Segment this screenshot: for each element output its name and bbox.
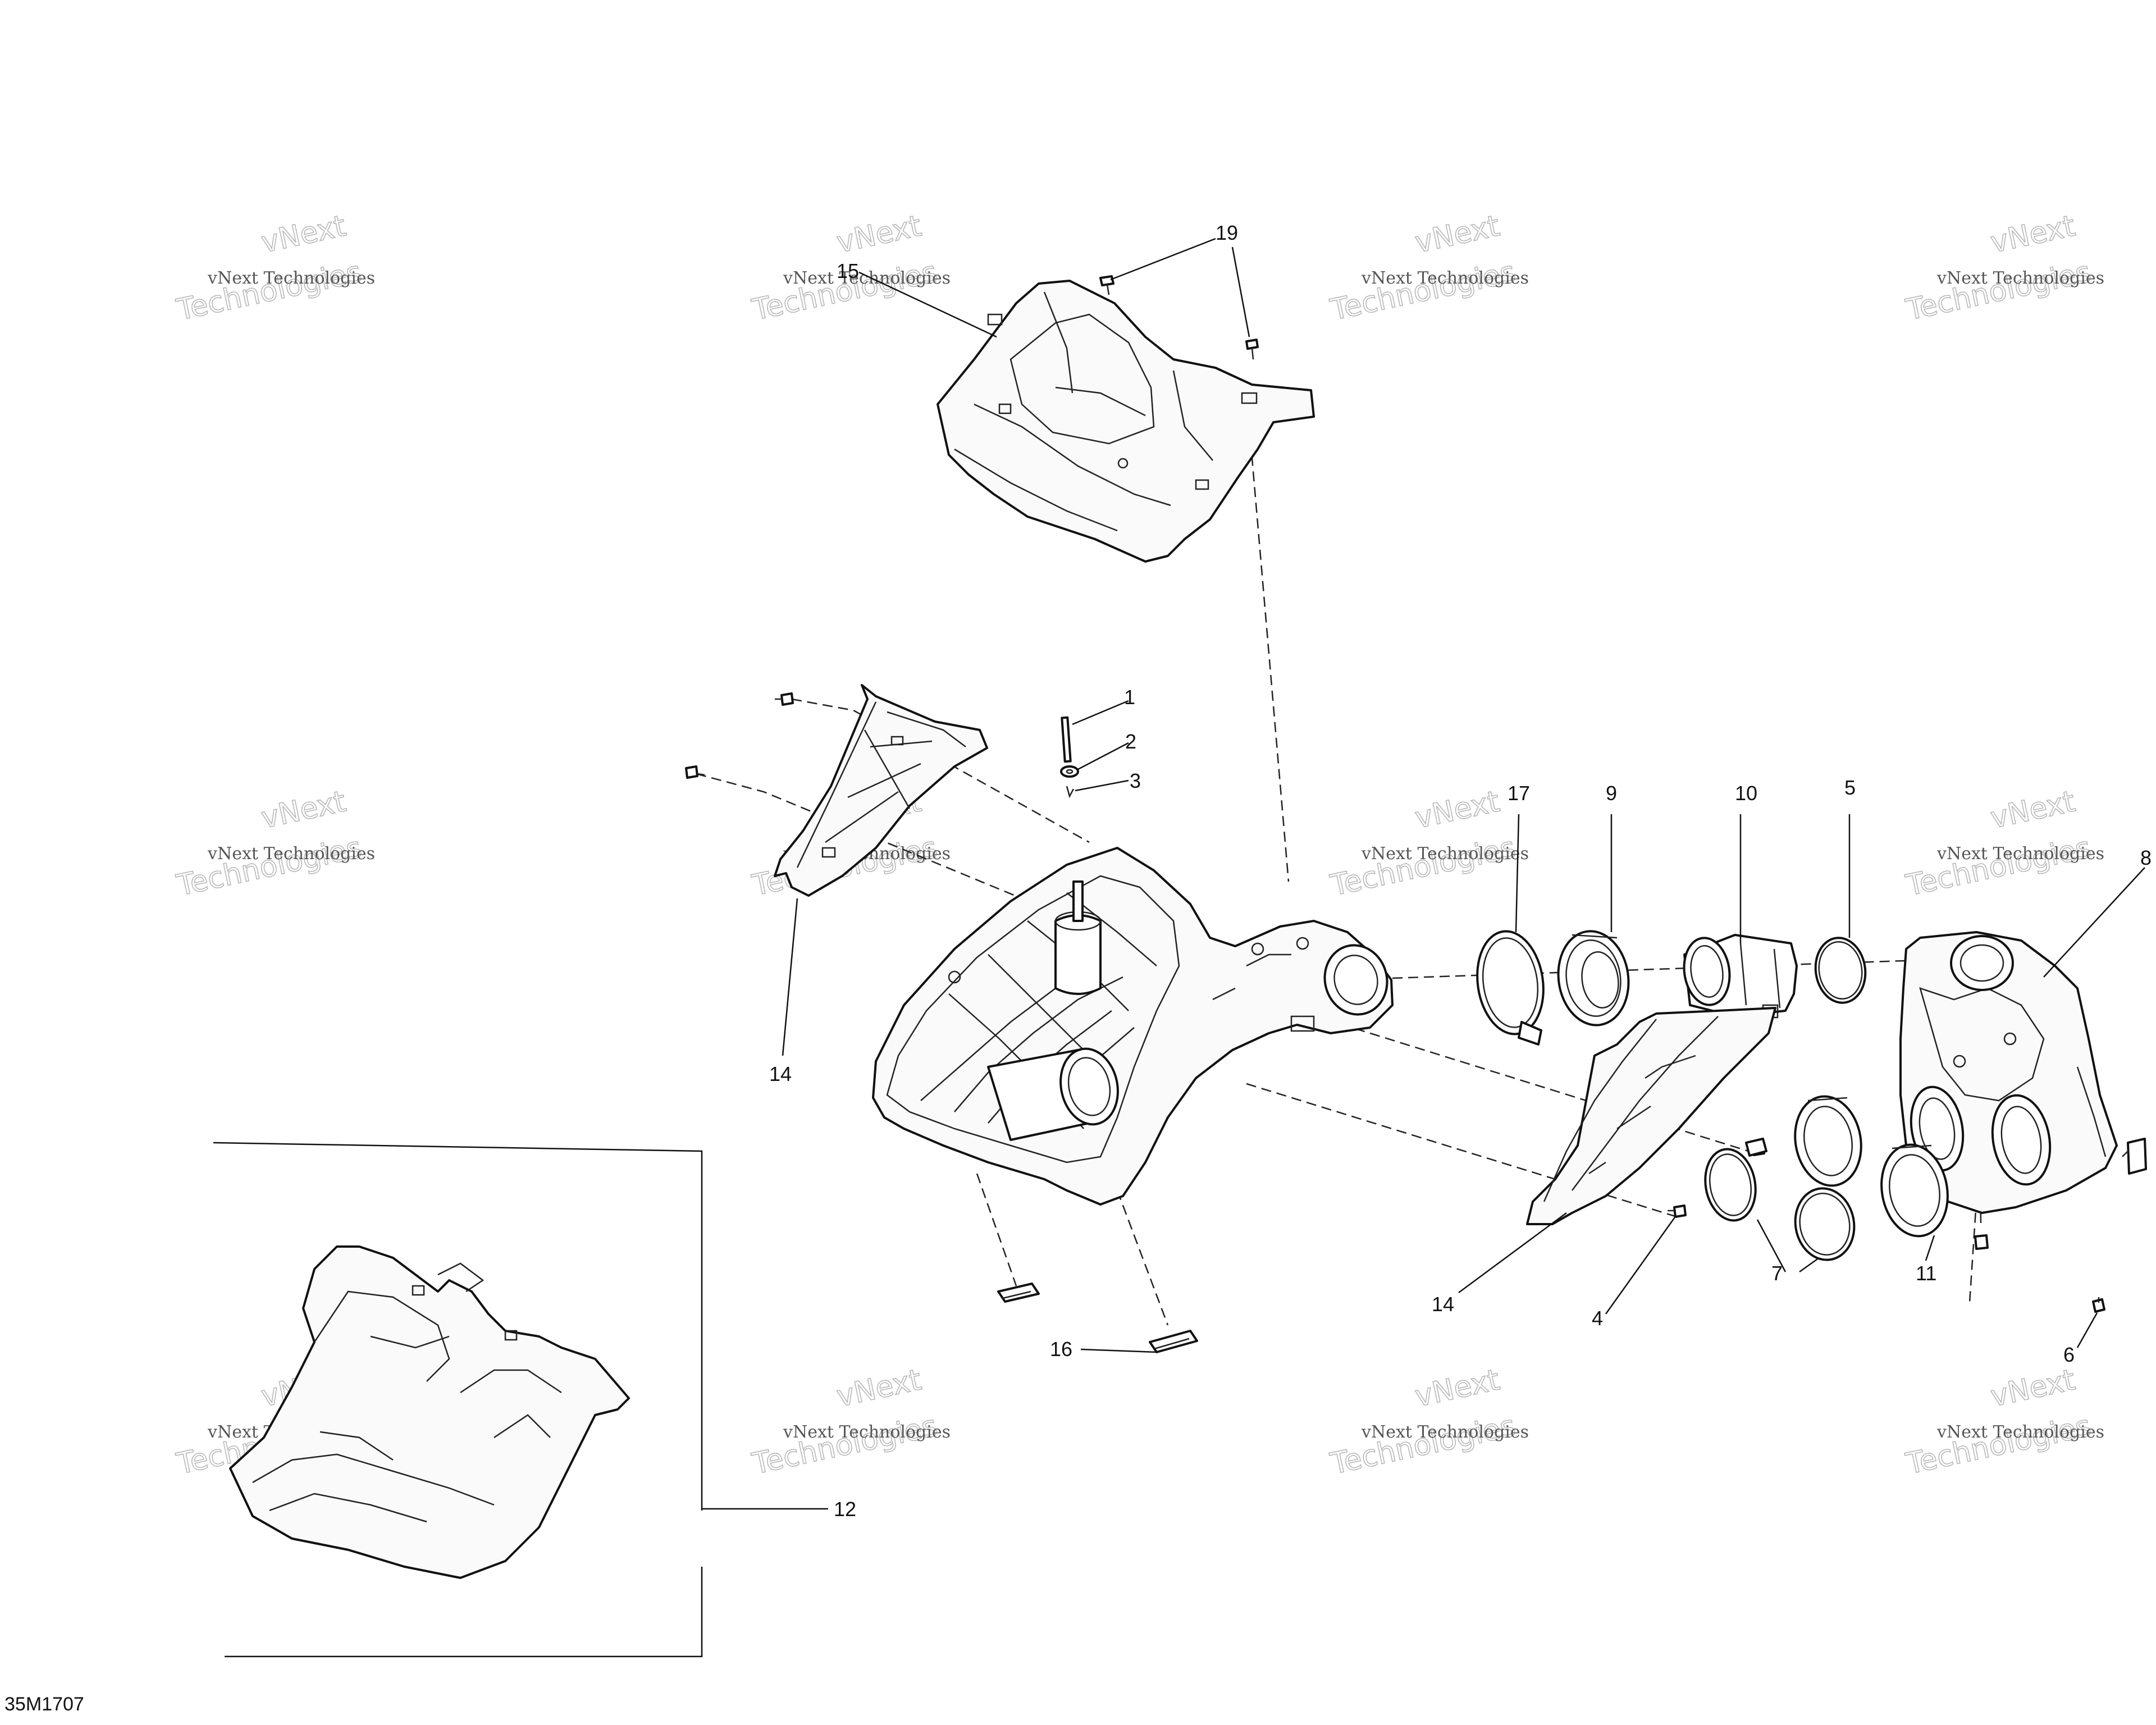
silencer-part-8 — [1899, 931, 2118, 1214]
svg-text:vNext Technologies: vNext Technologies — [1361, 1422, 1529, 1442]
airbox-body — [872, 847, 1394, 1206]
screw-left-upper — [775, 692, 794, 706]
screw-left-lower — [685, 765, 705, 779]
svg-text:vNext Technologies: vNext Technologies — [1361, 844, 1529, 864]
svg-text:vNext: vNext — [834, 209, 924, 259]
watermark-mid-1: Technologies vNext vNext Technologies — [173, 784, 375, 903]
svg-text:Technologies: Technologies — [173, 831, 364, 903]
clip-part-3 — [1066, 786, 1075, 798]
callout-17: 17 — [1508, 782, 1530, 805]
leader-lines — [782, 238, 2145, 1353]
callout-4: 4 — [1592, 1307, 1603, 1330]
upper-cover-part-15 — [937, 280, 1315, 563]
watermark-top-1: Technologies vNext vNext Technologies — [173, 209, 375, 328]
svg-text:Technologies: Technologies — [1327, 1409, 1518, 1481]
callout-1: 1 — [1124, 686, 1135, 709]
bracket-part-16-left — [997, 1283, 1040, 1303]
watermark-top-4: Technologies vNext vNext Technologies — [1902, 209, 2104, 328]
callout-11: 11 — [1916, 1262, 1936, 1285]
side-panel-part-14-left — [774, 684, 988, 897]
o-ring-part-5 — [1814, 937, 1867, 1004]
svg-text:Technologies: Technologies — [1903, 1409, 2094, 1481]
diagram-code: 35M1707 — [4, 1694, 84, 1715]
svg-text:Technologies: Technologies — [749, 1409, 940, 1481]
watermark-bottom-3: Technologies vNext vNext Technologies — [1327, 1363, 1529, 1482]
svg-text:vNext: vNext — [258, 784, 349, 835]
svg-text:vNext Technologies: vNext Technologies — [1361, 268, 1529, 288]
svg-text:vNext: vNext — [1412, 209, 1502, 259]
svg-text:vNext Technologies: vNext Technologies — [1936, 268, 2104, 288]
clamp-part-7-lower — [1794, 1187, 1856, 1261]
svg-text:Technologies: Technologies — [1327, 255, 1518, 327]
seal-part-9 — [1557, 930, 1630, 1026]
watermark-bottom-4: Technologies vNext vNext Technologies — [1902, 1363, 2104, 1482]
svg-text:vNext: vNext — [834, 1363, 924, 1413]
adapter-part-10 — [1683, 934, 1798, 1019]
svg-text:vNext Technologies: vNext Technologies — [1936, 1422, 2104, 1442]
nut-part-8 — [1974, 1234, 1989, 1250]
callout-2: 2 — [1125, 730, 1136, 753]
callout-10: 10 — [1735, 782, 1757, 805]
svg-text:vNext Technologies: vNext Technologies — [207, 844, 375, 864]
svg-text:Technologies: Technologies — [1903, 831, 2094, 903]
callout-16: 16 — [1050, 1338, 1072, 1361]
clip-part-6 — [2092, 1297, 2105, 1313]
svg-text:vNext: vNext — [1988, 209, 2078, 259]
callout-12: 12 — [834, 1498, 856, 1521]
svg-text:vNext: vNext — [258, 209, 349, 259]
callout-15: 15 — [837, 259, 859, 282]
label-tab — [2122, 1138, 2147, 1175]
assembly-lines — [696, 393, 1982, 1326]
svg-text:vNext Technologies: vNext Technologies — [207, 268, 375, 288]
svg-text:vNext Technologies: vNext Technologies — [783, 268, 951, 288]
watermark-mid-3: Technologies vNext vNext Technologies — [1327, 784, 1529, 903]
washer-part-2 — [1060, 765, 1079, 778]
svg-text:Technologies: Technologies — [173, 255, 364, 327]
side-panel-part-14-right — [1526, 1007, 1776, 1225]
inset-frame-part-12 — [213, 1142, 828, 1658]
pin-part-1 — [1061, 716, 1072, 763]
svg-text:Technologies: Technologies — [1903, 255, 2094, 327]
fastener-part-19 — [1099, 275, 1259, 360]
bracket-part-16-right — [1149, 1330, 1198, 1353]
callout-7: 7 — [1771, 1262, 1783, 1285]
svg-text:vNext: vNext — [1988, 1363, 2078, 1413]
callout-14-left: 14 — [769, 1062, 792, 1085]
seal-part-11 — [1880, 1143, 1949, 1238]
callout-8: 8 — [2140, 846, 2152, 869]
svg-text:vNext Technologies: vNext Technologies — [1936, 844, 2104, 864]
coupler-upper — [1794, 1095, 1862, 1187]
assembled-airbox-inset — [229, 1245, 630, 1579]
callout-6: 6 — [2063, 1343, 2075, 1366]
clamp-part-7-upper — [1704, 1138, 1767, 1222]
callout-3: 3 — [1130, 769, 1141, 792]
callout-labels: 19 15 1 2 3 14 17 9 10 5 8 14 4 7 11 6 1… — [769, 221, 2152, 1521]
svg-text:vNext Technologies: vNext Technologies — [783, 1422, 951, 1442]
watermark-bottom-2: Technologies vNext vNext Technologies — [748, 1363, 951, 1482]
callout-9: 9 — [1606, 782, 1617, 805]
svg-text:vNext: vNext — [1412, 1363, 1502, 1413]
svg-text:vNext: vNext — [1412, 784, 1502, 835]
screw-part-4 — [1668, 1204, 1687, 1218]
svg-text:vNext: vNext — [1988, 784, 2078, 835]
svg-text:Technologies: Technologies — [1327, 831, 1518, 903]
watermark-mid-4: Technologies vNext vNext Technologies — [1902, 784, 2104, 903]
callout-14-right: 14 — [1432, 1293, 1454, 1316]
callout-19: 19 — [1216, 221, 1238, 244]
watermark-top-3: Technologies vNext vNext Technologies — [1327, 209, 1529, 328]
clamp-part-17 — [1476, 930, 1545, 1046]
callout-5: 5 — [1844, 776, 1856, 799]
